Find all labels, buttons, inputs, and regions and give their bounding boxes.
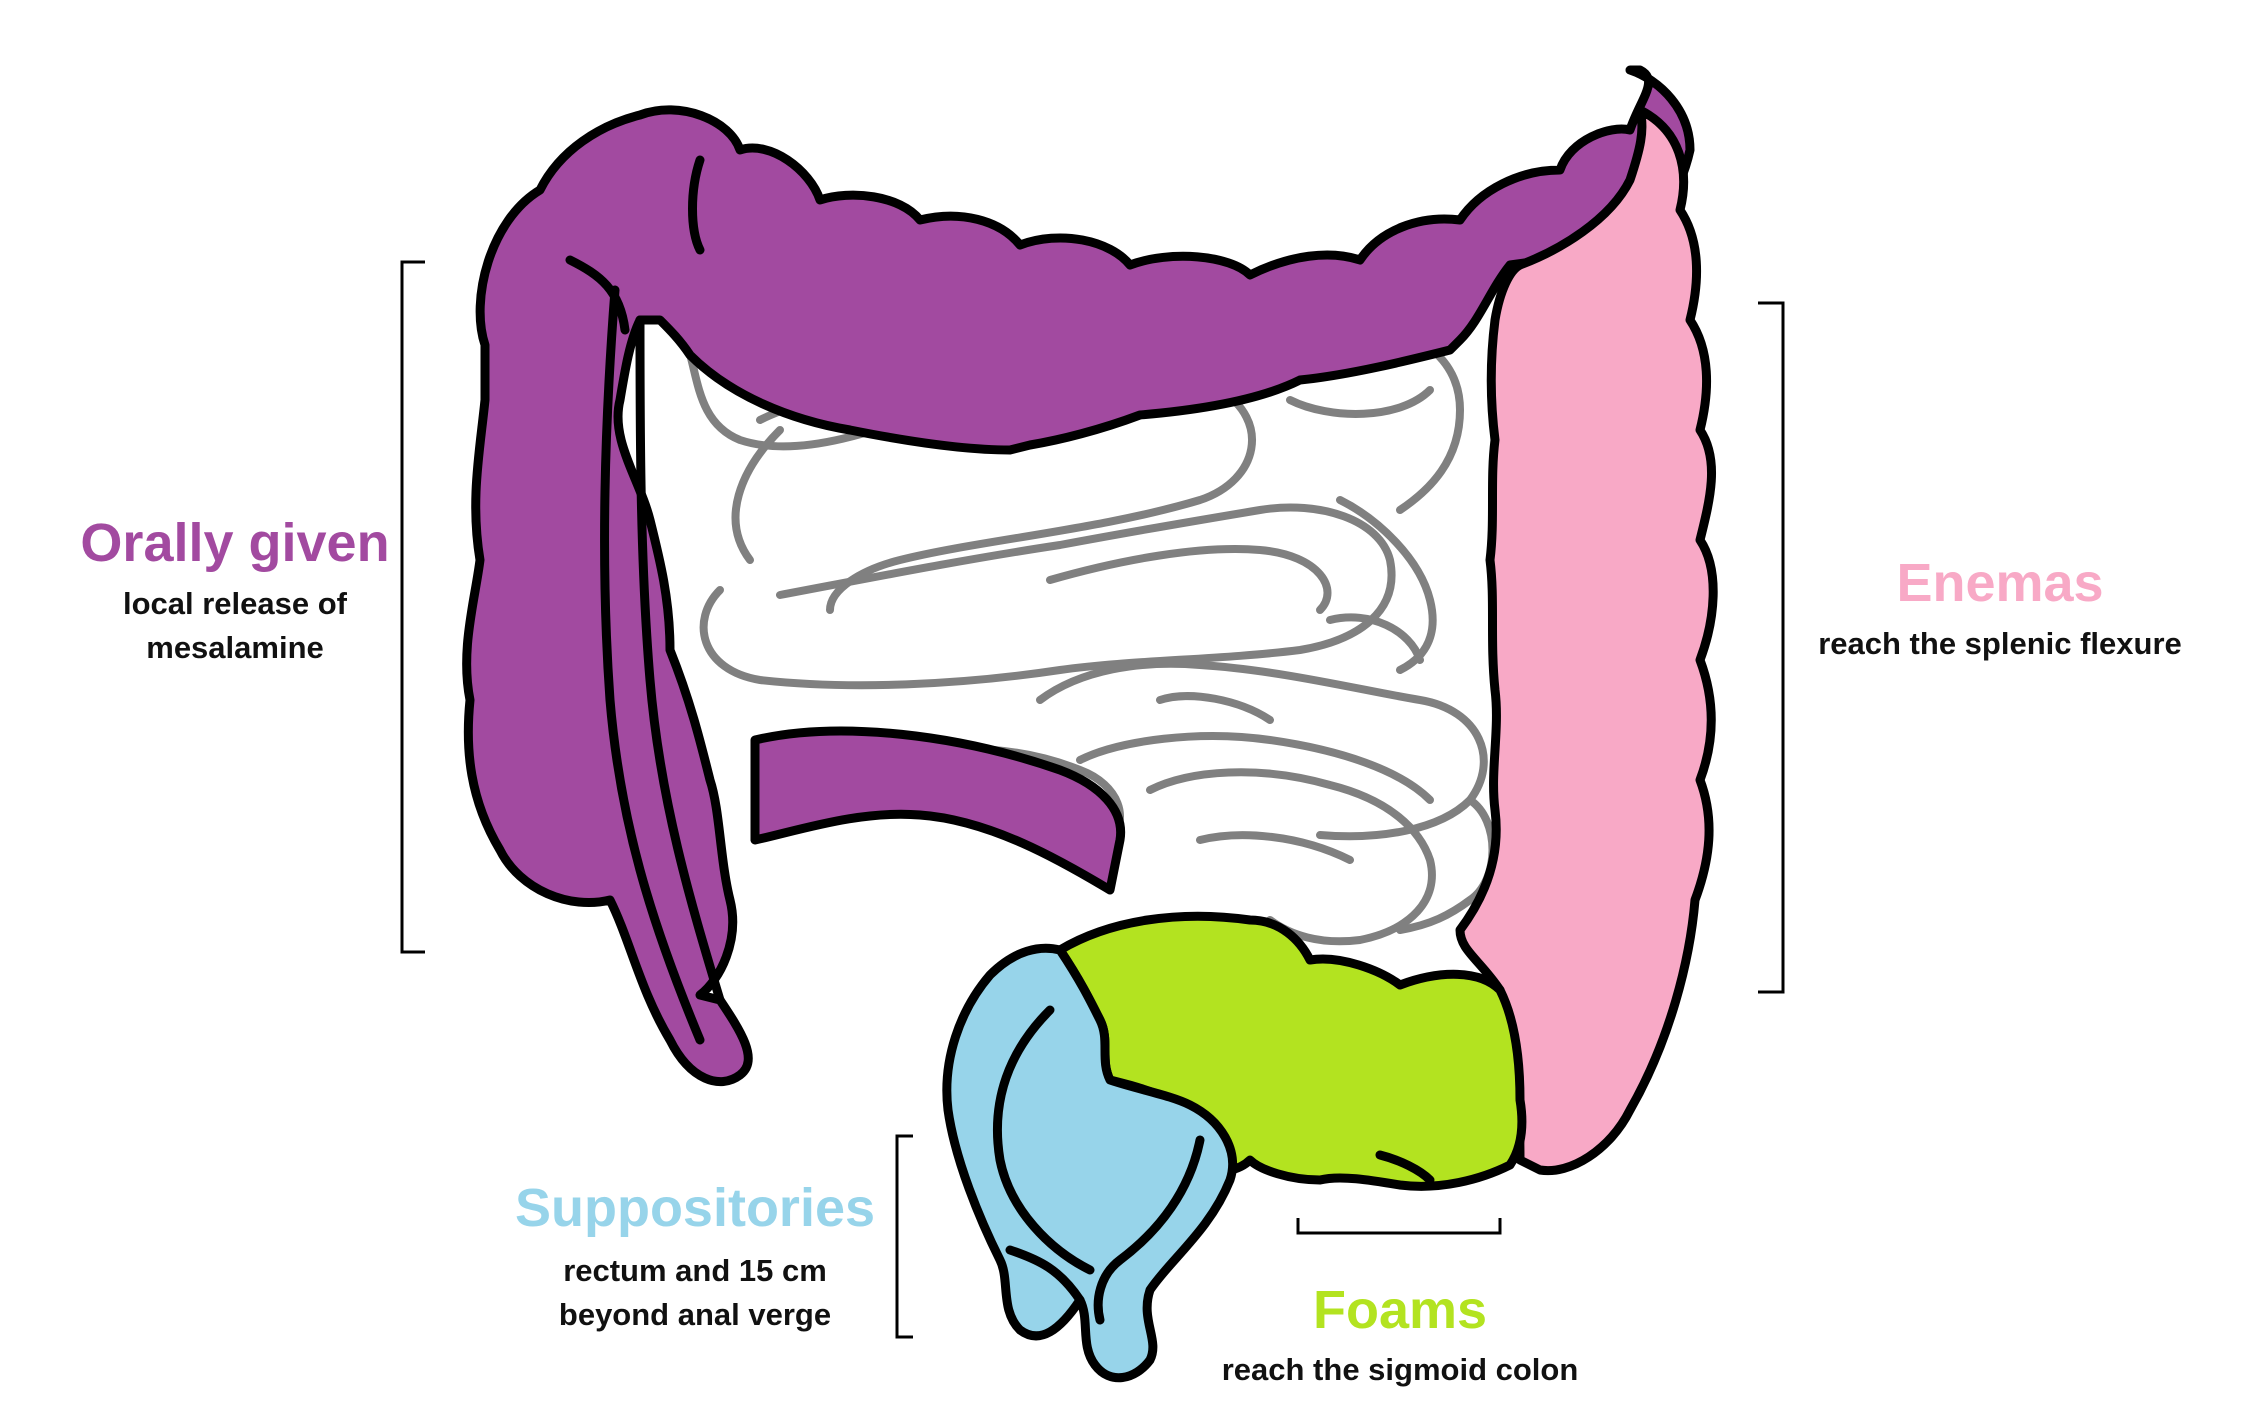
sigmoid-fold bbox=[1375, 1150, 1435, 1185]
foams-bracket bbox=[1296, 1218, 1502, 1235]
foams-title: Foams bbox=[1312, 1280, 1488, 1340]
suppositories-title: Suppositories bbox=[514, 1178, 876, 1238]
enemas-bracket bbox=[1758, 301, 1785, 994]
oral-title: Orally given bbox=[80, 513, 390, 573]
terminal-ileum bbox=[750, 726, 1126, 895]
ascending-transverse-colon bbox=[462, 65, 1695, 1087]
enemas-line1: reach the splenic flexure bbox=[1818, 626, 2182, 661]
oral-line2: mesalamine bbox=[146, 630, 324, 665]
ascending-colon-folds bbox=[565, 155, 725, 1045]
suppositories-line2: beyond anal verge bbox=[558, 1297, 832, 1332]
foams-line1: reach the sigmoid colon bbox=[1221, 1352, 1579, 1387]
suppositories-line1: rectum and 15 cm bbox=[563, 1253, 827, 1288]
oral-line1: local release of bbox=[122, 586, 347, 621]
rectum-folds bbox=[993, 1005, 1205, 1325]
enemas-title: Enemas bbox=[1896, 553, 2104, 613]
suppositories-bracket bbox=[895, 1134, 913, 1339]
oral-bracket bbox=[400, 260, 425, 954]
brackets bbox=[400, 260, 1785, 1339]
